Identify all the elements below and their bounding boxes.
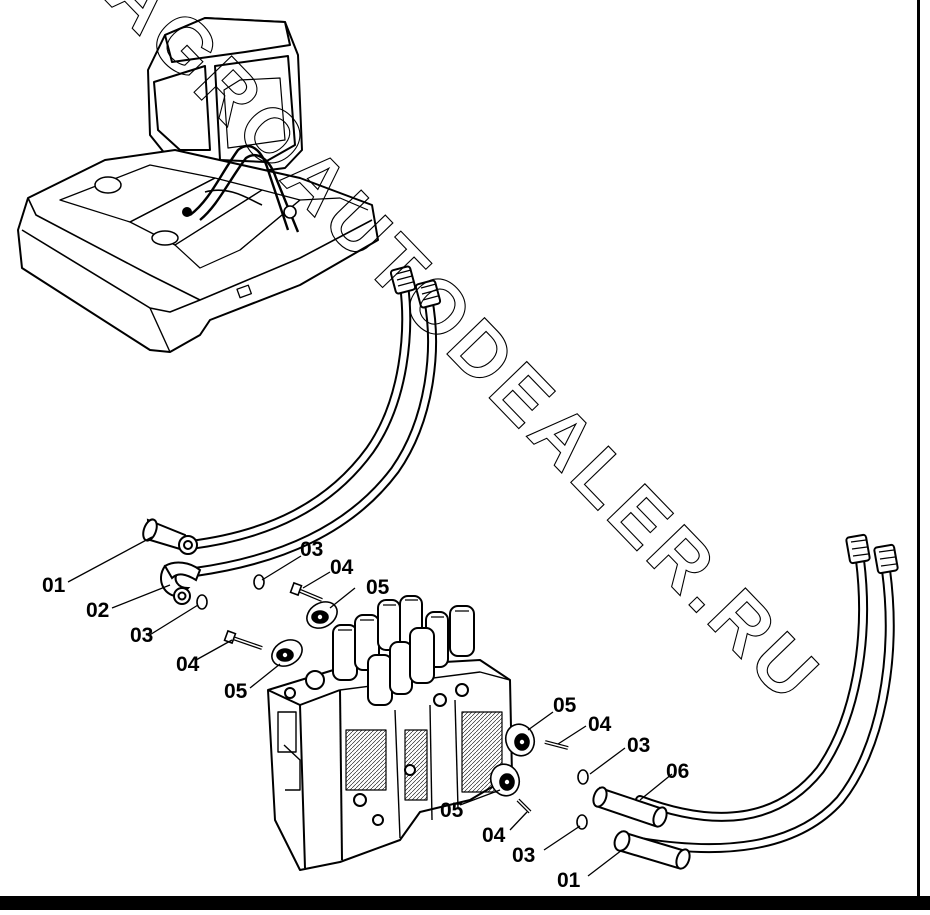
small-parts-right [489,723,589,830]
callout-05: 05 [224,680,248,703]
hose-end-fittings-right [592,533,899,870]
o-ring-03 [253,574,265,590]
callout-03: 03 [300,538,323,561]
callout-01: 01 [557,869,581,892]
callout-02: 02 [86,599,109,622]
callout-04: 04 [482,824,506,847]
callout-05: 05 [553,694,577,717]
flange-05 [271,639,303,667]
flange-05 [306,601,338,629]
callout-04: 04 [588,713,612,736]
callout-03: 03 [130,624,153,647]
o-ring-03 [576,814,588,830]
callout-03: 03 [627,734,650,757]
hose-end-fittings-top [389,265,442,309]
valve-solenoids [332,595,475,706]
fitting-01-left [142,518,198,555]
frame-border-right [917,0,930,910]
fitting-02-left [160,561,202,605]
callout-06: 06 [666,760,689,783]
leader-lines [67,536,673,877]
frame-border-bottom [0,896,930,910]
o-ring-03 [196,594,208,610]
o-ring-03 [577,769,589,785]
callout-labels: 01 02 03 03 04 04 05 05 05 04 03 06 05 0… [42,538,689,892]
callout-05: 05 [440,799,464,822]
control-valve-block [267,659,513,871]
small-parts-left [196,574,338,667]
flange-05 [489,763,521,797]
callout-05: 05 [366,576,390,599]
callout-04: 04 [176,653,200,676]
excavator-upper-body [17,17,379,353]
hose-pair-right [635,555,895,854]
flange-05 [504,723,536,757]
callout-03: 03 [512,844,535,867]
callout-04: 04 [330,556,354,579]
hose-pair-left [185,280,437,577]
callout-01: 01 [42,574,66,597]
